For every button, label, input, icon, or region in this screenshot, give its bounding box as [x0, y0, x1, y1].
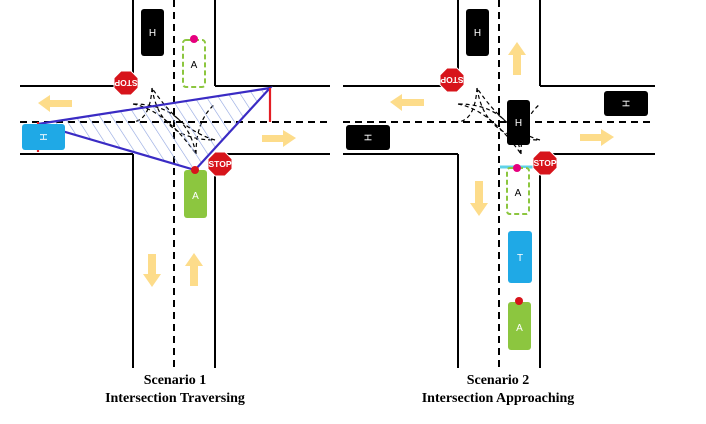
vehicle-t-cyan-2: T: [508, 231, 532, 283]
lane-dividers-2: [343, 0, 655, 368]
stop-label: STOP: [209, 159, 232, 169]
scenario-1: H A H A STOP STOP: [20, 0, 330, 368]
arrows-1: [38, 95, 296, 287]
vehicle-h-left-2: H: [346, 125, 390, 150]
arrow-down-icon: [143, 254, 161, 287]
vehicle-label: T: [517, 253, 523, 264]
arrow-down-icon: [470, 181, 488, 216]
vehicle-h-center-2: H: [507, 100, 530, 145]
vehicle-label: H: [149, 28, 156, 39]
vehicle-label: H: [37, 133, 48, 140]
vehicle-label: A: [192, 191, 199, 202]
vehicle-dot: [515, 297, 523, 305]
stop-label: STOP: [534, 158, 557, 168]
vehicle-h-top-1: H: [141, 9, 164, 56]
stop-label: STOP: [440, 75, 463, 85]
stop-sign-2a: STOP: [439, 67, 465, 93]
vehicle-label: A: [516, 323, 523, 334]
vehicle-h-top-2: H: [466, 9, 489, 56]
vehicle-a-dashed-2: A: [506, 164, 530, 215]
arrow-left-icon: [390, 94, 424, 111]
stop-sign-1b: STOP: [207, 151, 233, 177]
arrows-2: [390, 42, 614, 216]
stop-sign-1a: STOP: [113, 70, 139, 96]
vehicle-label: A: [515, 188, 522, 199]
arrow-up-icon: [508, 42, 526, 75]
vehicle-h-right-2: H: [604, 91, 648, 116]
road-lines-1: [20, 0, 330, 368]
scenario-2-subtitle: Intersection Approaching: [421, 391, 575, 406]
scenario-2-caption: Scenario 2 Intersection Approaching: [348, 372, 648, 408]
vehicle-label: H: [620, 100, 631, 107]
waypoint-marker: [513, 164, 521, 172]
vehicle-label: A: [191, 60, 198, 71]
arrow-up-icon: [185, 253, 203, 286]
arrow-right-icon: [580, 129, 614, 146]
stop-sign-2b: STOP: [532, 150, 558, 176]
road-lines-2: [343, 0, 655, 368]
scenario-1-title: Scenario 1: [143, 373, 207, 388]
vehicle-a-green-1: A: [184, 166, 207, 218]
lane-dividers-1: [20, 0, 330, 368]
vehicle-label: H: [364, 134, 375, 141]
scenario-2: H H H H A T A STOP: [343, 0, 655, 368]
arrow-left-icon: [38, 95, 72, 112]
conflict-region: [37, 86, 273, 172]
stop-label: STOP: [114, 78, 137, 88]
arrow-right-icon: [262, 130, 296, 147]
vehicle-h-cyan-1: H: [22, 124, 65, 150]
scenario-2-title: Scenario 2: [466, 373, 530, 388]
vehicle-label: H: [515, 118, 522, 129]
vehicle-a-green-2: A: [508, 297, 531, 350]
waypoint-marker: [190, 35, 198, 43]
scenario-1-subtitle: Intersection Traversing: [105, 391, 245, 406]
scenario-1-caption: Scenario 1 Intersection Traversing: [25, 372, 325, 408]
vehicle-dot: [191, 166, 199, 174]
vehicle-a-dashed-1: A: [182, 35, 206, 88]
vehicle-label: H: [474, 28, 481, 39]
